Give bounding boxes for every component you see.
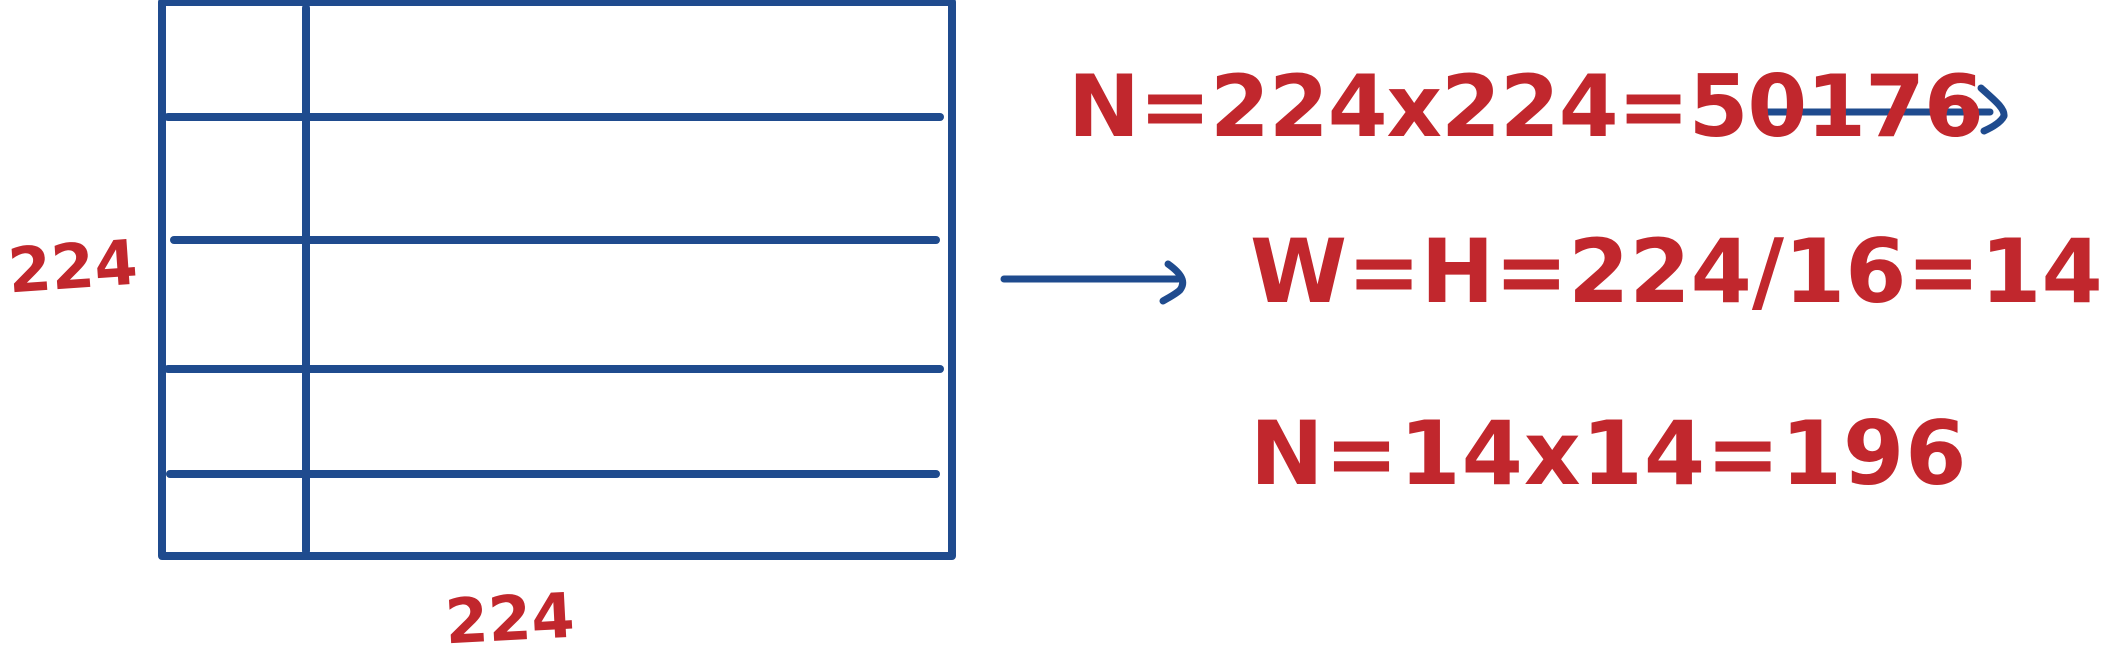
pixel-token-count-equation: N=224x224=50176 [1068, 57, 1984, 157]
patch-diagram [158, 0, 2008, 560]
patch-token-count-equation: N=14x14=196 [1250, 402, 1968, 505]
patch-grid-size-equation: W=H=224/16=14 [1250, 220, 2103, 323]
image-frame [158, 0, 956, 560]
image-width-label: 224 [443, 578, 577, 658]
image-height-label: 224 [5, 225, 140, 308]
right-arrow-icon [1000, 260, 1187, 305]
right-arrow-icon [1755, 84, 2008, 135]
image-patch-grid [158, 0, 956, 560]
